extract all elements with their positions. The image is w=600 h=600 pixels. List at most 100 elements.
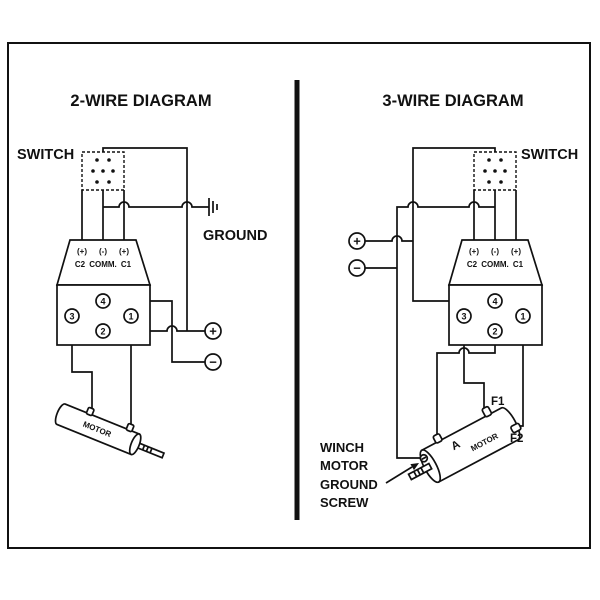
battery-positive-icon	[204, 322, 222, 340]
post-1	[515, 308, 531, 324]
motor-body	[420, 406, 521, 484]
post-3	[456, 308, 472, 324]
post-3	[64, 308, 80, 324]
terminal-c1: C1	[121, 260, 132, 269]
post-3-label: 3	[69, 312, 74, 322]
battery-positive-sign: +	[209, 324, 217, 339]
ground-screw-label-line-2: MOTOR	[320, 458, 369, 473]
motor-terminal-f2-label: F2	[510, 433, 523, 445]
polarity-comm: (-)	[99, 247, 107, 256]
motor-stud-f2	[510, 422, 522, 434]
motor-stud-a	[432, 433, 443, 444]
switch-contact	[499, 158, 503, 162]
battery-positive-icon	[348, 232, 366, 250]
switch-icon	[81, 151, 125, 191]
post-1-label: 1	[520, 312, 525, 322]
switch-contact	[483, 169, 487, 173]
ground-wire	[396, 201, 495, 459]
ground-screw-label-line-3: GROUND	[320, 477, 378, 492]
post-3-to-f1-wire	[463, 323, 485, 408]
motor-shaft	[407, 462, 433, 481]
post-2-label: 2	[492, 327, 497, 337]
motor-end-face	[128, 433, 142, 456]
three-wire-diagram: 3-WIRE DIAGRAM SWITCH (+) (-)	[320, 92, 578, 510]
post-2	[95, 323, 111, 339]
switch-contact	[107, 158, 111, 162]
post-2-to-positive-wire	[110, 325, 205, 332]
switch-contact	[91, 169, 95, 173]
three-wire-title: 3-WIRE DIAGRAM	[382, 92, 523, 110]
shaft-stripe	[149, 447, 153, 454]
battery-negative-icon	[204, 353, 222, 371]
ground-screw-label-line-1: WINCH	[320, 440, 364, 455]
shaft-stripe	[416, 469, 421, 476]
switch-feed-wire	[412, 147, 496, 302]
motor-body	[54, 403, 141, 456]
two-wire-switch-label: SWITCH	[17, 147, 74, 163]
battery-negative-sign: −	[209, 355, 217, 370]
battery-negative-sign: −	[353, 261, 361, 276]
shaft-stripe	[413, 471, 418, 478]
post-1-to-f2-wire	[520, 323, 524, 427]
terminal-c1: C1	[513, 260, 524, 269]
post-1	[123, 308, 139, 324]
switch-contact	[487, 180, 491, 184]
motor-terminal-f1-label: F1	[491, 396, 505, 408]
switch-contact	[95, 180, 99, 184]
three-wire-switch-label: SWITCH	[521, 147, 578, 163]
polarity-comm: (-)	[491, 247, 499, 256]
two-wire-title: 2-WIRE DIAGRAM	[70, 92, 211, 110]
shaft-stripe	[141, 444, 146, 451]
post-2-to-a-wire	[436, 338, 496, 435]
switch-contact	[95, 158, 99, 162]
two-wire-diagram: 2-WIRE DIAGRAM SWITCH GROUND	[17, 92, 267, 459]
ground-screw-label-line-4: SCREW	[320, 495, 369, 510]
polarity-c1: (+)	[119, 247, 129, 256]
solenoid-pack: (+) (-) (+) C2 COMM. C1 4 3 2 1	[447, 239, 544, 346]
switch-contact	[503, 169, 507, 173]
switch-contact	[107, 180, 111, 184]
winch-motor-icon: A MOTOR	[407, 405, 522, 484]
switch-contact	[499, 180, 503, 184]
polarity-c2: (+)	[469, 247, 479, 256]
post-2-label: 2	[100, 327, 105, 337]
switch-contact	[487, 158, 491, 162]
motor-icon: MOTOR	[54, 403, 166, 459]
polarity-c1: (+)	[511, 247, 521, 256]
ground-screw-arrow-line	[385, 466, 413, 484]
post-3-to-motor-wire	[71, 323, 93, 408]
post-4-label: 4	[100, 297, 105, 307]
solenoid-pack: (+) (-) (+) C2 COMM. C1 4 3 2 1	[55, 239, 152, 346]
post-3-label: 3	[461, 312, 466, 322]
motor-stud-left	[85, 406, 95, 417]
ground-wire	[103, 201, 209, 208]
two-wire-ground-label: GROUND	[203, 228, 267, 244]
switch-contact	[111, 169, 115, 173]
switch-contact	[493, 169, 497, 173]
ground-screw-arrow-icon	[410, 463, 419, 471]
ground-symbol-icon	[208, 198, 218, 216]
shaft-stripe	[145, 446, 150, 452]
terminal-c2: C2	[75, 260, 86, 269]
terminal-comm: COMM.	[481, 260, 509, 269]
switch-contact	[101, 169, 105, 173]
switch-icon	[473, 151, 517, 191]
terminal-c2: C2	[467, 260, 478, 269]
motor-stud-right	[125, 422, 135, 433]
post-4	[95, 293, 111, 309]
battery-negative-icon	[348, 259, 366, 277]
motor-stud-f1	[481, 405, 493, 418]
post-4	[487, 293, 503, 309]
post-4-label: 4	[492, 297, 497, 307]
ground-screw-slot	[421, 456, 427, 461]
battery-positive-sign: +	[353, 234, 361, 249]
terminal-comm: COMM.	[89, 260, 117, 269]
shaft-stripe	[420, 467, 425, 474]
outer-frame	[7, 42, 591, 549]
positive-feed-wire	[365, 235, 413, 242]
switch-feed-wire	[102, 147, 188, 331]
post-2	[487, 323, 503, 339]
polarity-c2: (+)	[77, 247, 87, 256]
post-1-label: 1	[128, 312, 133, 322]
